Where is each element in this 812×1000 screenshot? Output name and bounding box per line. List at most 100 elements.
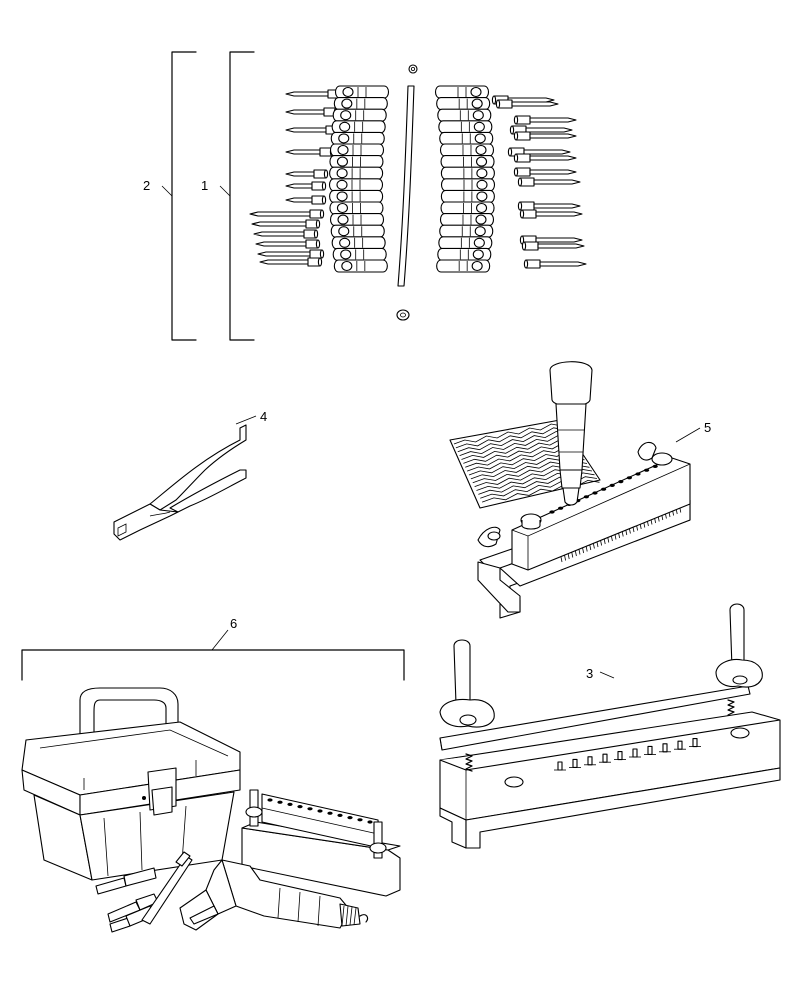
callout-5[interactable]: 5 [704, 420, 711, 435]
fixture-pin-icon [569, 758, 581, 768]
callout-4[interactable]: 4 [260, 409, 267, 424]
lacer-hole [549, 510, 555, 514]
leader-5 [675, 427, 701, 443]
lace-clip-icon [437, 247, 492, 261]
lace-strip-left [328, 85, 390, 273]
callout-6[interactable]: 6 [230, 616, 237, 631]
lace-clip-icon [331, 120, 386, 134]
air-hammer-icon [179, 859, 369, 931]
lacer-hole [635, 472, 641, 476]
bracket-6 [21, 629, 405, 681]
kit-fixture-hole [317, 809, 323, 813]
leader-4 [235, 415, 257, 425]
hammer-punch-icon [549, 361, 593, 506]
mat-wave-line [453, 423, 563, 445]
lace-clip-icon [439, 143, 495, 157]
lace-clip-icon [332, 108, 387, 122]
fixture-pin-icon [674, 740, 686, 750]
kit-fixture-hole [297, 805, 303, 809]
callout-1[interactable]: 1 [201, 178, 208, 193]
rivet-icon [517, 201, 581, 211]
lace-clip-icon [439, 224, 494, 238]
belt-lacer-tool [449, 361, 691, 619]
mat-wave-line [455, 427, 565, 449]
rivet-icon [253, 229, 319, 239]
fixture-pin-icon [644, 745, 656, 755]
lace-clip-icon [329, 213, 385, 227]
lace-clip-icon [439, 131, 494, 145]
bolt-left-icon [520, 513, 542, 530]
lace-clip-icon [329, 155, 384, 169]
kit-lacing-fixture [241, 789, 401, 897]
lace-clip-icon [329, 201, 384, 215]
nut-bottom-icon [396, 309, 410, 321]
lace-clip-icon [437, 108, 492, 122]
rivets-left-group [249, 89, 343, 267]
lace-clip-icon [440, 178, 496, 192]
lace-strip-right [434, 85, 496, 273]
rivet-icon [285, 147, 335, 157]
lace-clip-icon [329, 166, 384, 180]
kit-fixture-hole [327, 811, 333, 815]
kit-fixture-hole [277, 800, 283, 804]
toolbox-icon [21, 687, 241, 881]
lace-clip-icon [436, 97, 491, 111]
kit-fixture-hole [347, 816, 353, 820]
kit-fixture-hole [307, 807, 313, 811]
rivet-icon [513, 153, 577, 163]
lace-clip-icon [329, 143, 385, 157]
fixture-pin-icon [584, 756, 596, 766]
kit-fixture-hole [367, 820, 373, 824]
rivet-icon [507, 147, 571, 157]
rivet-icon [257, 249, 325, 259]
rivet-icon [517, 177, 581, 187]
mat-wave-line [461, 438, 573, 460]
kit-fixture-hole [357, 818, 363, 822]
nut-top-icon [408, 64, 418, 74]
lacing-comb-fixture [439, 603, 781, 849]
callout-2[interactable]: 2 [143, 178, 150, 193]
kit-fixture-hole [267, 798, 273, 802]
lace-clip-icon [333, 259, 388, 273]
lace-clip-icon [440, 166, 495, 180]
lace-clip-icon [334, 85, 390, 99]
fixture-pin-icon [629, 748, 641, 758]
lace-clip-icon [438, 120, 493, 134]
rivet-icon [513, 167, 577, 177]
rivet-icon [513, 115, 577, 125]
lace-clip-icon [436, 259, 491, 273]
fixture-pin-icon [659, 743, 671, 753]
lace-clip-icon [329, 189, 384, 203]
lacer-hole [626, 476, 633, 480]
rivet-icon [251, 219, 321, 229]
rivet-icon [285, 125, 341, 135]
lacer-hole [609, 483, 615, 487]
lace-clip-icon [438, 236, 493, 250]
callout-3[interactable]: 3 [586, 666, 593, 681]
mat-wave-line [457, 431, 568, 453]
rivet-icon [513, 131, 577, 141]
rivet-icon [521, 241, 585, 251]
lace-clip-icon [440, 155, 495, 169]
lacer-hole [583, 495, 590, 499]
comb-fixture-pins [554, 738, 701, 771]
fixture-pin-icon [599, 753, 611, 763]
wing-nut-right-icon [637, 441, 657, 461]
lace-clip-icon [330, 224, 385, 238]
bolt-right-icon [651, 452, 673, 466]
lace-clip-icon [333, 97, 388, 111]
kit-fixture-hole [337, 813, 343, 818]
kit-fixture-holes [267, 798, 373, 824]
lacer-hole [558, 506, 564, 510]
rivet-icon [523, 259, 587, 269]
wing-nut-left-icon [477, 526, 501, 548]
lacing-pliers [113, 424, 247, 541]
rivet-icon [495, 99, 559, 109]
rivet-icon [285, 195, 327, 205]
rivets-right-group [491, 95, 587, 269]
lace-clip-icon [332, 247, 387, 261]
rivet-icon [519, 209, 583, 219]
lacer-hole [601, 487, 607, 491]
leader-3 [599, 671, 615, 679]
lacer-hole [652, 464, 658, 468]
